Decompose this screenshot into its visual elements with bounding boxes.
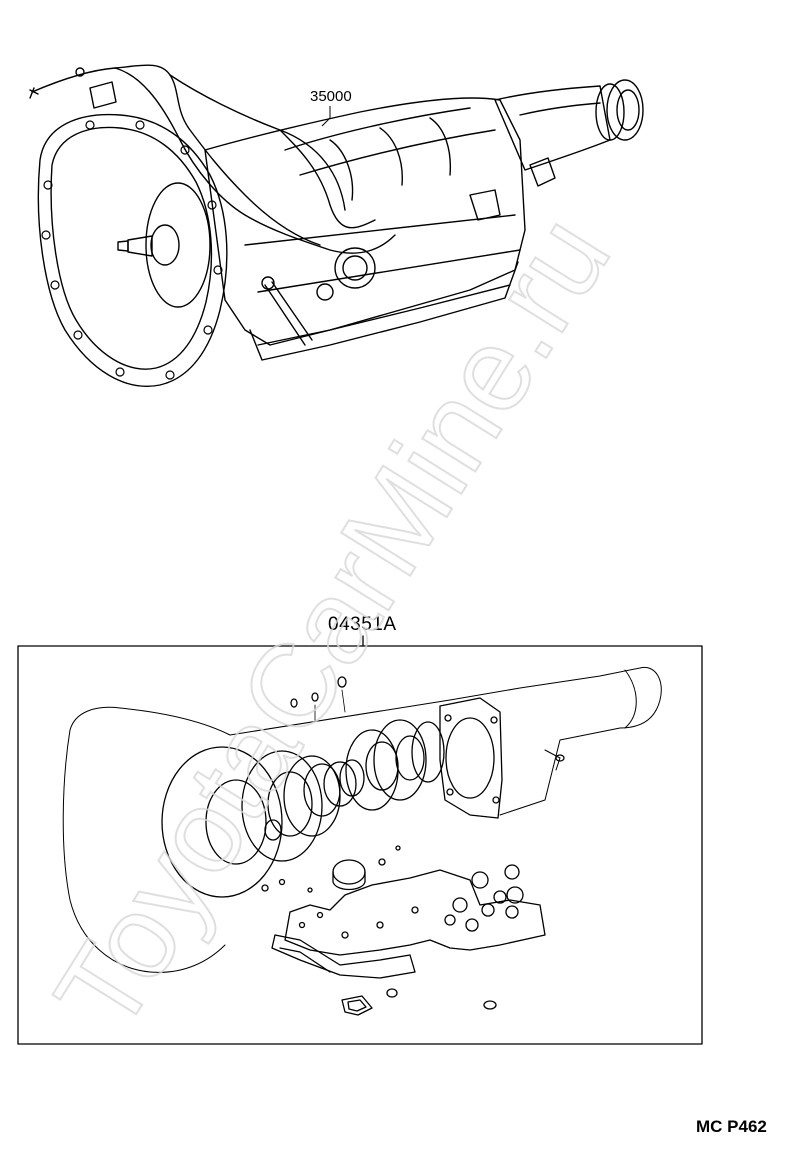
filter-seal (332, 859, 366, 885)
drain-plug-gasket (386, 988, 398, 998)
valve-body-gasket-lower (271, 934, 416, 979)
output-flange (606, 79, 644, 141)
transmission-case (204, 97, 526, 346)
gasket-kit-box (17, 645, 703, 1045)
oil-pan (249, 261, 519, 361)
torque-converter (145, 182, 211, 308)
seal-rings (161, 719, 445, 898)
ghost-transmission-outline (62, 666, 662, 973)
valve-body-gasket-upper (284, 869, 546, 956)
strainer-gasket (341, 995, 373, 1016)
extension-housing (494, 85, 611, 171)
small-o-rings (290, 676, 565, 866)
case-port (334, 247, 376, 289)
gasket-kit-part-number-label: 04351A (328, 614, 397, 635)
wiring-harness (31, 64, 321, 246)
connector-plug (89, 81, 117, 109)
valve-body-holes (298, 864, 524, 939)
bell-housing (37, 113, 228, 387)
dipstick-tube (264, 281, 313, 346)
rear-gasket (439, 697, 503, 819)
transmission-part-number-label: 35000 (310, 88, 352, 105)
page-reference-label: MC P462 (696, 1117, 767, 1136)
